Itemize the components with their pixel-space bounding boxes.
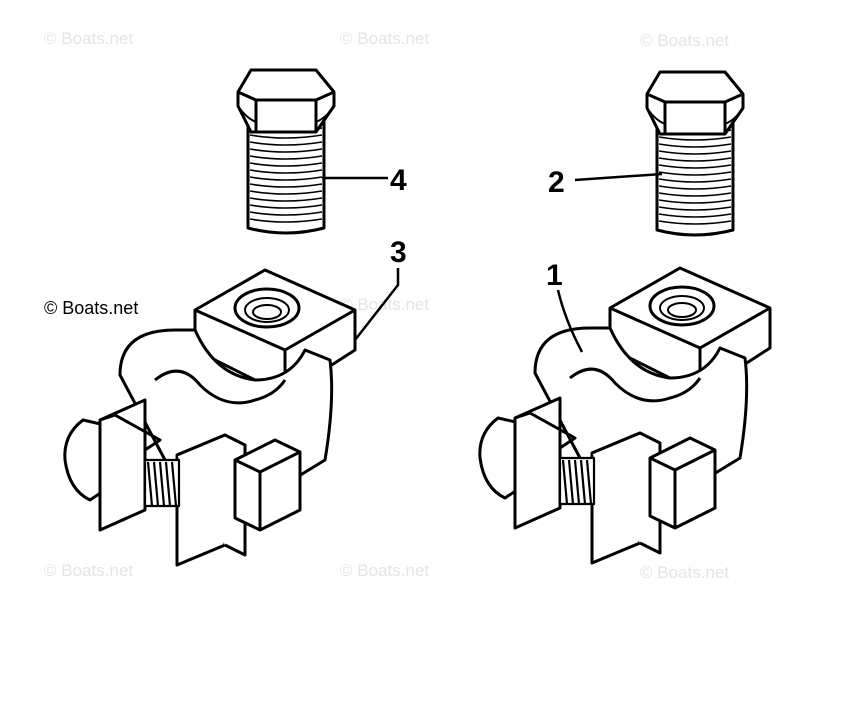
leader-line-2 xyxy=(574,172,663,182)
leader-line-1 xyxy=(556,289,584,353)
callout-label-4: 4 xyxy=(390,164,407,197)
bolt-part-2 xyxy=(645,70,745,237)
clamp-part-1 xyxy=(478,266,772,565)
bolt-part-4 xyxy=(236,68,336,235)
callout-label-3: 3 xyxy=(390,236,407,269)
watermark-text: © Boats.net xyxy=(340,561,429,580)
watermark-text: © Boats.net xyxy=(640,563,729,582)
watermark-text: © Boats.net xyxy=(340,29,429,48)
copyright-credit: © Boats.net xyxy=(44,298,138,318)
callout-label-1: 1 xyxy=(546,259,563,292)
watermark-text: © Boats.net xyxy=(640,31,729,50)
watermark-layer: © Boats.net © Boats.net © Boats.net © Bo… xyxy=(44,29,729,582)
leader-line-3 xyxy=(354,268,400,341)
leader-lines xyxy=(322,172,663,353)
watermark-text: © Boats.net xyxy=(44,29,133,48)
watermark-text: © Boats.net xyxy=(44,561,133,580)
watermark-text: © Boats.net xyxy=(340,295,429,314)
callout-label-2: 2 xyxy=(548,166,565,199)
